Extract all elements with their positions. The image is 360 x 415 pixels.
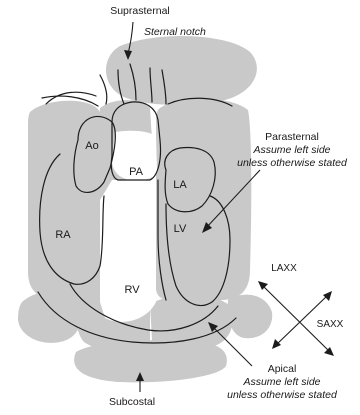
ao-label: Ao [85,140,98,152]
saxx-arrowhead-top [323,291,332,301]
subcostal-window [74,340,227,382]
ra-label: RA [55,229,71,241]
subcostal-label: Subcostal [109,396,155,408]
laxx-arrowhead-top [258,281,268,290]
parasternal-note-line-1: Assume left side [252,144,330,156]
la-label: LA [173,179,187,191]
apical-note-line-2: unless otherwise stated [227,389,338,401]
saxx-label: SAXX [317,319,344,330]
right-ventricle-shape [100,180,156,322]
rv-label: RV [124,284,140,296]
suprasternal-window [106,36,257,105]
apical-label: Apical [268,363,297,375]
laxx-arrowhead-bottom [324,347,334,356]
parasternal-label: Parasternal [265,131,319,143]
sternal-notch-label: Sternal notch [144,26,206,38]
parasternal-note-line-2: unless otherwise stated [237,157,348,169]
pa-label: PA [129,166,144,178]
laxx-label: LAXX [271,263,297,274]
saxx-arrowhead-bottom [272,339,281,349]
lower-left-window [18,291,81,343]
lower-right-window [228,295,273,339]
apical-note-line-1: Assume left side [242,376,320,388]
right-parasternal-window [28,101,104,303]
lv-label: LV [174,223,187,235]
left-parasternal-window [156,98,251,300]
suprasternal-label: Suprasternal [110,5,170,17]
